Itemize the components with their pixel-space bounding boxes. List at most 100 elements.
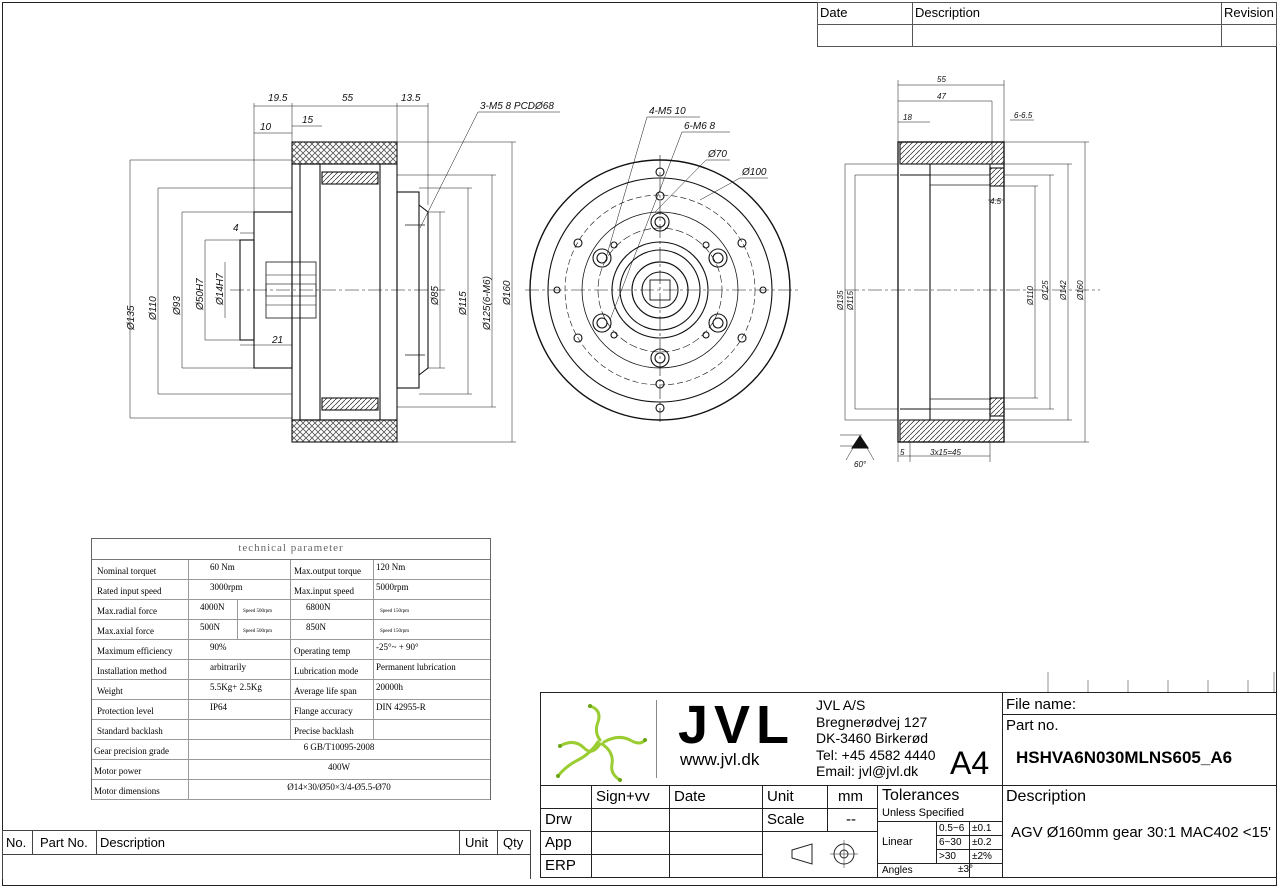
dim-label: Ø135 — [126, 305, 137, 331]
tech-param-value: 400W — [328, 762, 350, 772]
tech-param-label: Nominal torquet — [97, 566, 157, 576]
jvl-logo-text: JVL — [678, 695, 796, 755]
grid-line — [762, 831, 877, 832]
part-number: HSHVA6N030MLNS605_A6 — [1016, 748, 1233, 767]
tech-param-value: arbitrarily — [210, 662, 246, 672]
dim-label: Ø142 — [1059, 280, 1068, 301]
company-tel: Tel: +45 4582 4440 — [816, 747, 936, 763]
jvl-logo-icon — [556, 704, 647, 782]
sign-header: Sign+vv — [596, 788, 650, 805]
dim-label: 15 — [302, 115, 314, 126]
dim-label: Ø160 — [1076, 280, 1085, 301]
tech-param-note: Speed 150rpm — [380, 609, 410, 614]
product-description: AGV Ø160mm gear 30:1 MAC402 <15' — [1010, 824, 1272, 841]
row-divider — [92, 599, 490, 600]
tol-range: 0.5~6 — [939, 823, 965, 834]
date-header: Date — [674, 788, 706, 805]
tol-range: 6~30 — [939, 837, 962, 848]
col-divider — [373, 560, 374, 740]
dim-label: Ø93 — [172, 296, 183, 316]
tech-param-label: Max.radial force — [97, 606, 157, 616]
tol-range: >30 — [939, 851, 956, 862]
dim-label: Ø110 — [1026, 285, 1035, 306]
dim-label: 55 — [937, 75, 946, 84]
tech-param-note: Speed 150rpm — [380, 629, 410, 634]
front-view-labels: 4-M5 10 6-M6 8 Ø70 Ø100 — [649, 106, 767, 178]
dim-label: Ø125(6-M6) — [482, 276, 493, 331]
title-divider — [1002, 692, 1003, 878]
scale-label: Scale — [767, 811, 805, 828]
revision-divider-v2 — [1221, 2, 1222, 47]
tech-param-value: Ø14×30/Ø50×3/4-Ø5.5-Ø70 — [287, 782, 391, 792]
part-no-label: Part no. — [1006, 717, 1059, 734]
col-divider — [290, 560, 291, 740]
dim-label: 19.5 — [268, 93, 288, 104]
row-divider — [92, 659, 490, 660]
grid-line — [762, 785, 763, 878]
col-divider — [373, 600, 374, 640]
dim-label: Ø100 — [741, 167, 767, 178]
row-divider — [92, 779, 490, 780]
description-label: Description — [1006, 788, 1087, 805]
dim-label: Ø160 — [502, 280, 513, 306]
col-divider — [96, 830, 97, 855]
tech-param-label: Rated input speed — [97, 586, 162, 596]
col-divider — [459, 830, 460, 855]
tech-param-value: Permanent lubrication — [376, 662, 456, 672]
col-divider — [237, 600, 238, 640]
dim-label: Ø14H7 — [215, 273, 226, 306]
dim-label: 18 — [903, 113, 912, 122]
grid-line — [936, 849, 1002, 850]
revision-description-header: Description — [915, 5, 981, 20]
row-divider — [92, 579, 490, 580]
revision-divider-v1 — [912, 2, 913, 47]
tech-param-label: Flange accuracy — [294, 706, 353, 716]
row-divider — [92, 699, 490, 700]
grid-line — [877, 785, 878, 878]
jvl-url: www.jvl.dk — [680, 750, 760, 769]
parts-qty-header: Qty — [503, 835, 524, 850]
tech-param-label: Precise backlash — [294, 726, 354, 736]
row-divider — [92, 679, 490, 680]
col-divider — [32, 830, 33, 855]
tech-param-label: Average life span — [294, 686, 357, 696]
dim-label: 47 — [937, 92, 946, 101]
parts-description-header: Description — [100, 835, 166, 850]
dim-label: 5 — [900, 448, 905, 457]
grid-line — [936, 835, 1002, 836]
revision-date-header: Date — [820, 5, 848, 20]
logo-separator — [656, 700, 657, 778]
company-address2: DK-3460 Birkerød — [816, 730, 929, 746]
grid-line — [540, 808, 877, 809]
tolerances-label: Tolerances — [882, 787, 960, 804]
tech-param-label: Installation method — [97, 666, 167, 676]
tech-param-value: 3000rpm — [210, 582, 243, 592]
col-divider — [188, 560, 189, 740]
tech-param-note: Speed 500rpm — [243, 609, 273, 614]
angles-tol: ±3° — [958, 864, 974, 875]
tech-param-value: DIN 42955-R — [376, 702, 426, 712]
col-divider — [497, 830, 498, 855]
grid-line — [540, 854, 762, 855]
tech-param-title: technical parameter — [238, 542, 344, 554]
dim-label: Ø85 — [430, 286, 441, 306]
row-divider — [92, 759, 490, 760]
dim-label: 4 — [233, 223, 239, 234]
tech-param-label: Standard backlash — [97, 726, 163, 736]
grid-line — [877, 863, 1002, 864]
parts-list-blank-row — [2, 855, 531, 879]
unit-header: Unit — [767, 788, 794, 805]
grid-line — [669, 785, 670, 878]
dim-label: 3-M5 8 PCDØ68 — [480, 101, 554, 112]
tech-param-value: 60 Nm — [210, 562, 235, 572]
dim-label: Ø50H7 — [195, 278, 206, 311]
parts-no-header: No. — [6, 835, 27, 850]
dim-label: Ø110 — [148, 296, 159, 321]
tech-param-value: 20000h — [376, 682, 403, 692]
row-divider — [92, 739, 490, 740]
dim-label: Ø135 — [836, 290, 845, 311]
tech-param-value: 850N — [306, 622, 326, 632]
tech-param-label: Lubrication mode — [294, 666, 359, 676]
title-divider — [1002, 714, 1277, 715]
